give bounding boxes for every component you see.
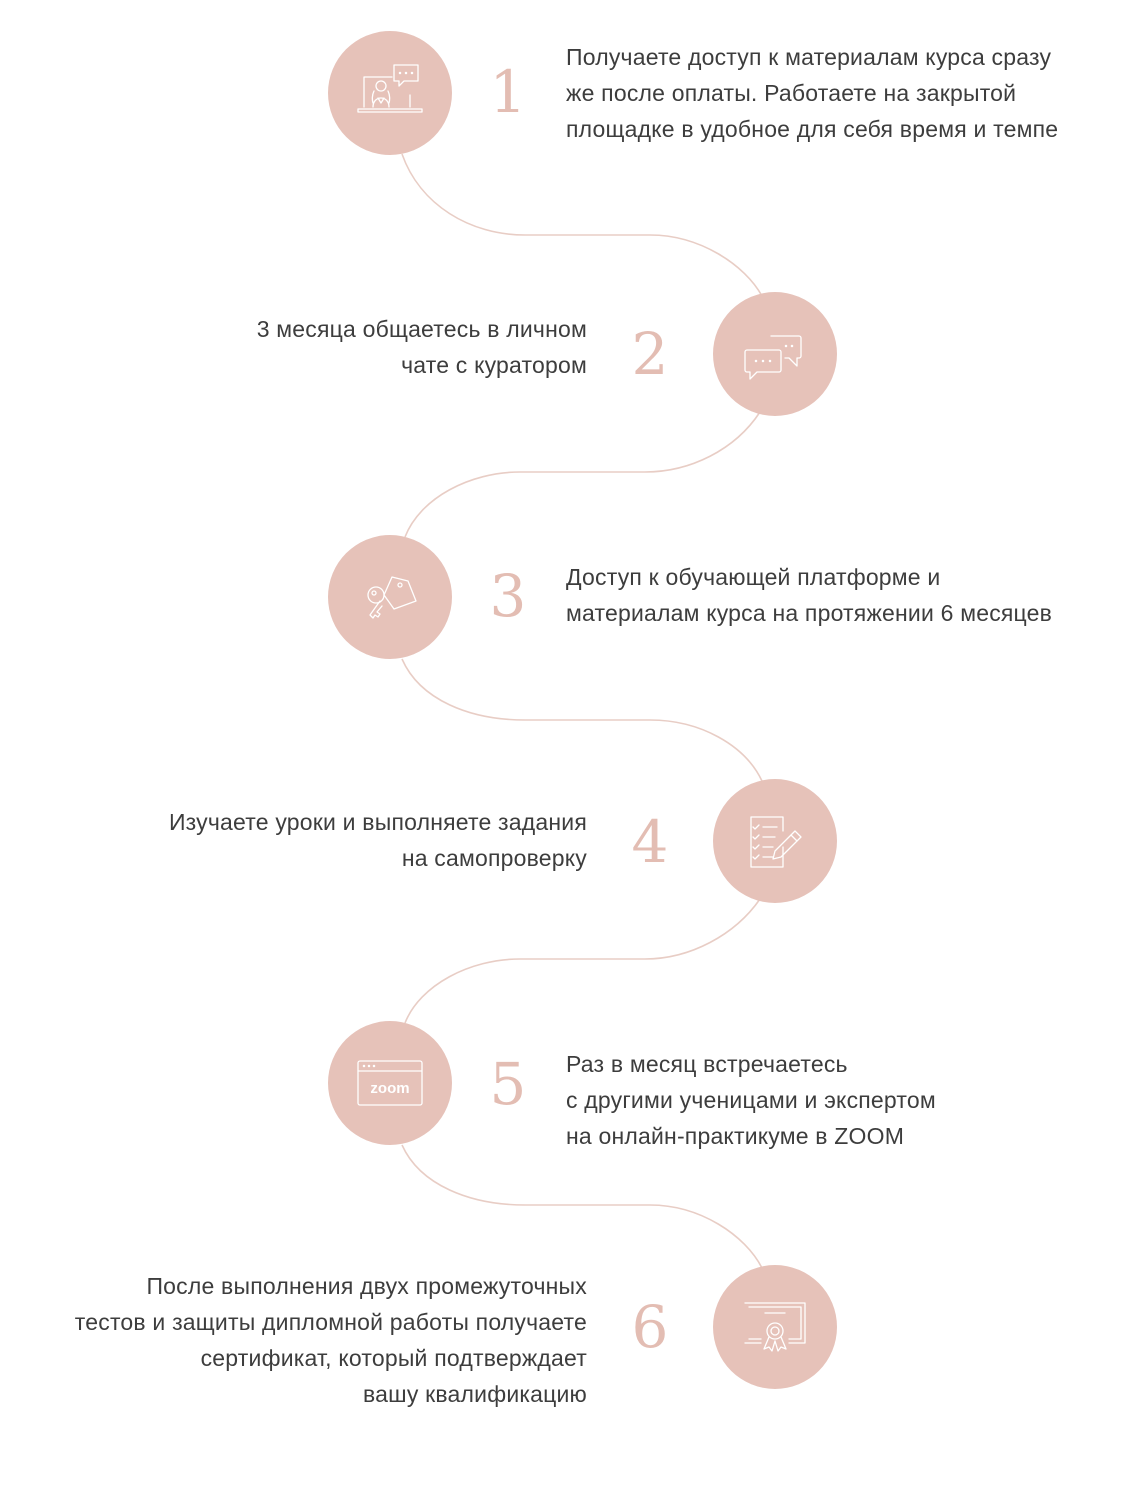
step-6-line-2: тестов и защиты дипломной работы получае… (74, 1309, 587, 1335)
step-6-description: После выполнения двух промежуточных тест… (75, 1268, 587, 1412)
step-1-line-3: площадке в удобное для себя время и темп… (566, 116, 1059, 142)
step-3-circle (328, 535, 452, 659)
step-2-number: 2 (631, 320, 669, 388)
step-4-number: 4 (631, 808, 669, 876)
step-6-line-1: После выполнения двух промежуточных (146, 1273, 587, 1299)
certificate-icon (744, 1302, 806, 1352)
step-6-line-3: сертификат, который подтверждает (200, 1345, 587, 1371)
key-tag-icon (367, 576, 417, 619)
step-1-number: 1 (489, 58, 527, 126)
step-6-circle (713, 1265, 837, 1389)
step-2-line-2: чате с куратором (401, 352, 587, 378)
step-1-line-1: Получаете доступ к материалам курса сраз… (566, 44, 1052, 70)
step-3-line-1: Доступ к обучающей платформе и (566, 564, 941, 590)
step-4-description: Изучаете уроки и выполняете задания на с… (169, 804, 587, 876)
step-5-line-2: с другими ученицами и экспертом (566, 1087, 936, 1113)
step-3-description: Доступ к обучающей платформе и материала… (566, 559, 1052, 631)
zoom-icon-label: zoom (370, 1080, 409, 1097)
step-3-line-2: материалам курса на протяжении 6 месяцев (566, 600, 1053, 626)
step-5-line-3: на онлайн-практикуме в ZOOM (566, 1123, 905, 1149)
step-1-circle (328, 31, 452, 155)
online-lesson-icon (357, 64, 423, 113)
step-4-line-2: на самопроверку (401, 845, 587, 871)
chat-bubbles-icon (744, 335, 802, 380)
step-5-number: 5 (489, 1050, 527, 1118)
step-5-circle: zoom (328, 1021, 452, 1145)
step-3-number: 3 (489, 562, 527, 630)
step-1-line-2: же после оплаты. Работаете на закрытой (566, 80, 1017, 106)
step-5-description: Раз в месяц встречаетесь с другими учени… (566, 1046, 936, 1154)
step-4-circle (713, 779, 837, 903)
zoom-window-icon: zoom (357, 1060, 423, 1106)
step-2-description: 3 месяца общаетесь в личном чате с курат… (257, 311, 587, 383)
step-2-line-1: 3 месяца общаетесь в личном (256, 316, 587, 342)
step-6-line-4: вашу квалификацию (363, 1381, 587, 1407)
checklist-pencil-icon (750, 816, 802, 868)
step-6-number: 6 (631, 1293, 669, 1361)
step-1-description: Получаете доступ к материалам курса сраз… (566, 39, 1058, 147)
step-2-circle (713, 292, 837, 416)
step-4-line-1: Изучаете уроки и выполняете задания (168, 809, 587, 835)
step-5-line-1: Раз в месяц встречаетесь (566, 1051, 848, 1077)
